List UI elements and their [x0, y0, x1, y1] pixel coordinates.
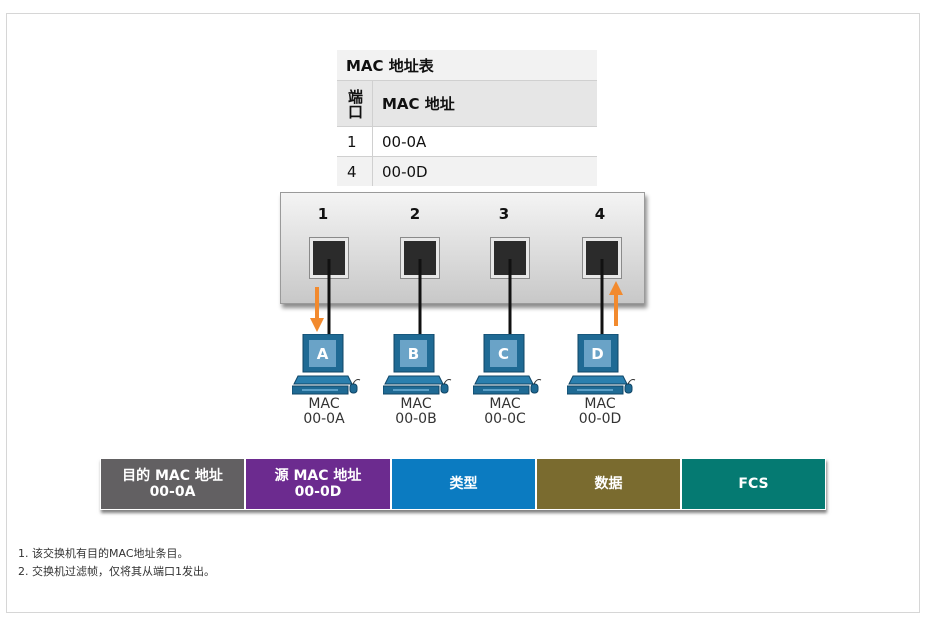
port-cell: 1: [337, 127, 373, 156]
field-name: 类型: [449, 476, 478, 492]
field-name: 目的 MAC 地址: [122, 468, 223, 484]
computer-label: D: [584, 340, 611, 367]
computer-a-mac: MAC 00-0A: [284, 397, 364, 427]
mac-cell: 00-0A: [382, 132, 427, 151]
ethernet-frame: 目的 MAC 地址 00-0A 源 MAC 地址 00-0D 类型 数据 FCS: [100, 458, 826, 510]
computer-a: A: [291, 333, 362, 398]
explanation-notes: 1. 该交换机有目的MAC地址条目。 2. 交换机过滤帧，仅将其从端口1发出。: [18, 545, 215, 581]
note-line: 2. 交换机过滤帧，仅将其从端口1发出。: [18, 565, 215, 578]
mac-column-header: MAC 地址: [382, 95, 455, 113]
computer-c-mac: MAC 00-0C: [465, 397, 545, 427]
frame-field-dest-mac: 目的 MAC 地址 00-0A: [100, 458, 245, 510]
port-number-1: 1: [317, 205, 329, 223]
mac-table-title: MAC 地址表: [337, 50, 597, 80]
computer-c: C: [472, 333, 543, 398]
port-cell: 4: [337, 157, 373, 186]
field-value: 00-0A: [149, 484, 196, 500]
field-name: FCS: [738, 476, 769, 492]
computer-label: A: [309, 340, 336, 367]
computer-b: B: [382, 333, 453, 398]
arrow-down-icon: [310, 287, 324, 332]
field-value: 00-0D: [294, 484, 342, 500]
field-name: 数据: [594, 476, 623, 492]
mac-label: MAC: [584, 396, 616, 412]
mac-address-table: MAC 地址表 端口 MAC 地址 1 00-0A 4 00-0D: [337, 50, 597, 186]
port-number-2: 2: [409, 205, 421, 223]
arrow-up-icon: [609, 281, 623, 326]
computer-label: B: [400, 340, 427, 367]
mac-table-row: 1 00-0A: [337, 126, 597, 156]
mac-value: 00-0C: [484, 411, 526, 427]
frame-field-data: 数据: [536, 458, 681, 510]
frame-field-fcs: FCS: [681, 458, 826, 510]
port-number-3: 3: [498, 205, 510, 223]
port-column-header: 端口: [337, 81, 373, 126]
computer-d: D: [566, 333, 637, 398]
mac-value: 00-0A: [303, 411, 345, 427]
note-line: 1. 该交换机有目的MAC地址条目。: [18, 547, 189, 560]
mac-label: MAC: [400, 396, 432, 412]
computer-d-mac: MAC 00-0D: [560, 397, 640, 427]
computer-label: C: [490, 340, 517, 367]
mac-cell: 00-0D: [382, 162, 428, 181]
mac-label: MAC: [489, 396, 521, 412]
port-number-4: 4: [594, 205, 606, 223]
frame-field-type: 类型: [391, 458, 536, 510]
mac-label: MAC: [308, 396, 340, 412]
field-name: 源 MAC 地址: [274, 468, 362, 484]
frame-field-src-mac: 源 MAC 地址 00-0D: [245, 458, 391, 510]
mac-value: 00-0B: [395, 411, 437, 427]
computer-b-mac: MAC 00-0B: [376, 397, 456, 427]
mac-table-row: 4 00-0D: [337, 156, 597, 186]
mac-value: 00-0D: [578, 411, 622, 427]
mac-table-header: 端口 MAC 地址: [337, 80, 597, 126]
